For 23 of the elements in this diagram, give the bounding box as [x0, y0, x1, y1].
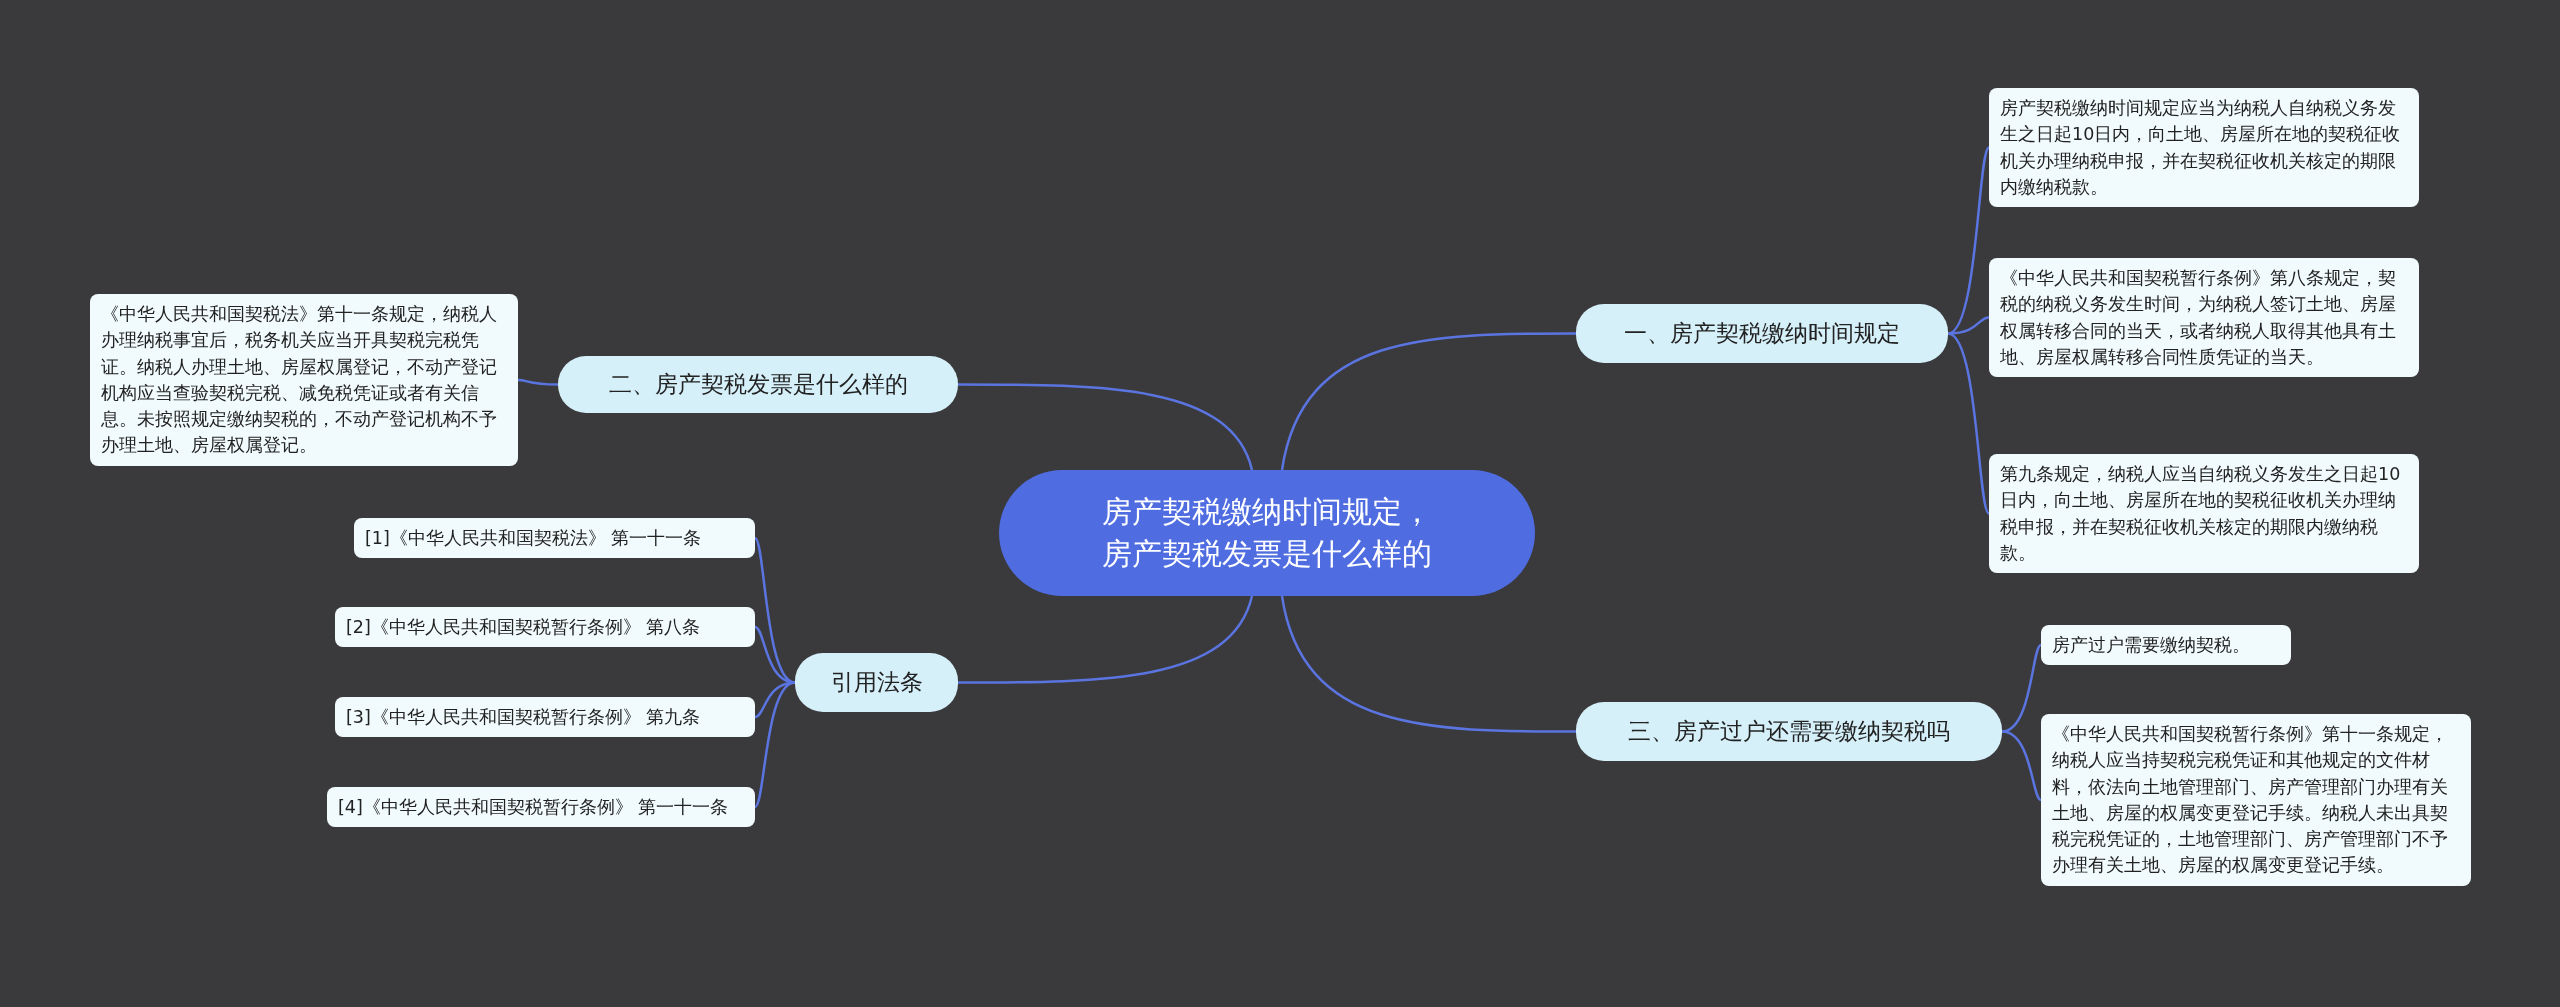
note-box: [4]《中华人民共和国契税暂行条例》 第一十一条 [327, 787, 755, 828]
connector-line [1280, 332, 1576, 471]
note-box: [2]《中华人民共和国契税暂行条例》 第八条 [335, 607, 755, 648]
connector-line [754, 681, 796, 808]
connector-line [958, 595, 1254, 684]
central-topic: 房产契税缴纳时间规定，房产契税发票是什么样的 [999, 470, 1535, 596]
connector-line [958, 383, 1254, 471]
topic-box: 二、房产契税发票是什么样的 [558, 356, 958, 413]
note-box: 房产契税缴纳时间规定应当为纳税人自纳税义务发生之日起10日内，向土地、房屋所在地的契税征收机关办理纳税申报，并在契税征收机关核定的期限内缴纳税款。 [1989, 88, 2419, 207]
note-box: 第九条规定，纳税人应当自纳税义务发生之日起10日内，向土地、房屋所在地的契税征收机关办理纳税申报，并在契税征收机关核定的期限内缴纳税款。 [1989, 454, 2419, 573]
note-box: 房产过户需要缴纳契税。 [2041, 625, 2291, 666]
note-box: [1]《中华人民共和国契税法》 第一十一条 [354, 518, 755, 559]
topic-box: 三、房产过户还需要缴纳契税吗 [1576, 702, 2002, 761]
topic-box: 引用法条 [795, 653, 958, 712]
note-box: 《中华人民共和国契税暂行条例》第十一条规定，纳税人应当持契税完税凭证和其他规定的文件材料，依法向土地管理部门、房产管理部门办理有关土地、房屋的权属变更登记手续。纳税人未出具契税完税凭证的，土地管理部门、房产管理部门不予办理有关土地、房屋的权属变更登记手续。 [2041, 714, 2471, 886]
connector-line [517, 378, 558, 386]
note-box: [3]《中华人民共和国契税暂行条例》 第九条 [335, 697, 755, 738]
connector-line [1280, 595, 1576, 733]
connector-line [2001, 730, 2042, 801]
note-box: 《中华人民共和国契税法》第十一条规定，纳税人办理纳税事宜后，税务机关应当开具契税完税凭证。纳税人办理土地、房屋权属登记，不动产登记机构应当查验契税完税、减免税凭证或者有关信息。未按照规定缴纳契税的，不动产登记机构不予办理土地、房屋权属登记。 [90, 294, 518, 466]
connector-line [1947, 332, 1990, 515]
topic-box: 一、房产契税缴纳时间规定 [1576, 304, 1948, 363]
note-box: 《中华人民共和国契税暂行条例》第八条规定，契税的纳税义务发生时间，为纳税人签订土地、房屋权属转移合同的当天，或者纳税人取得其他具有土地、房屋权属转移合同性质凭证的当天。 [1989, 258, 2419, 377]
